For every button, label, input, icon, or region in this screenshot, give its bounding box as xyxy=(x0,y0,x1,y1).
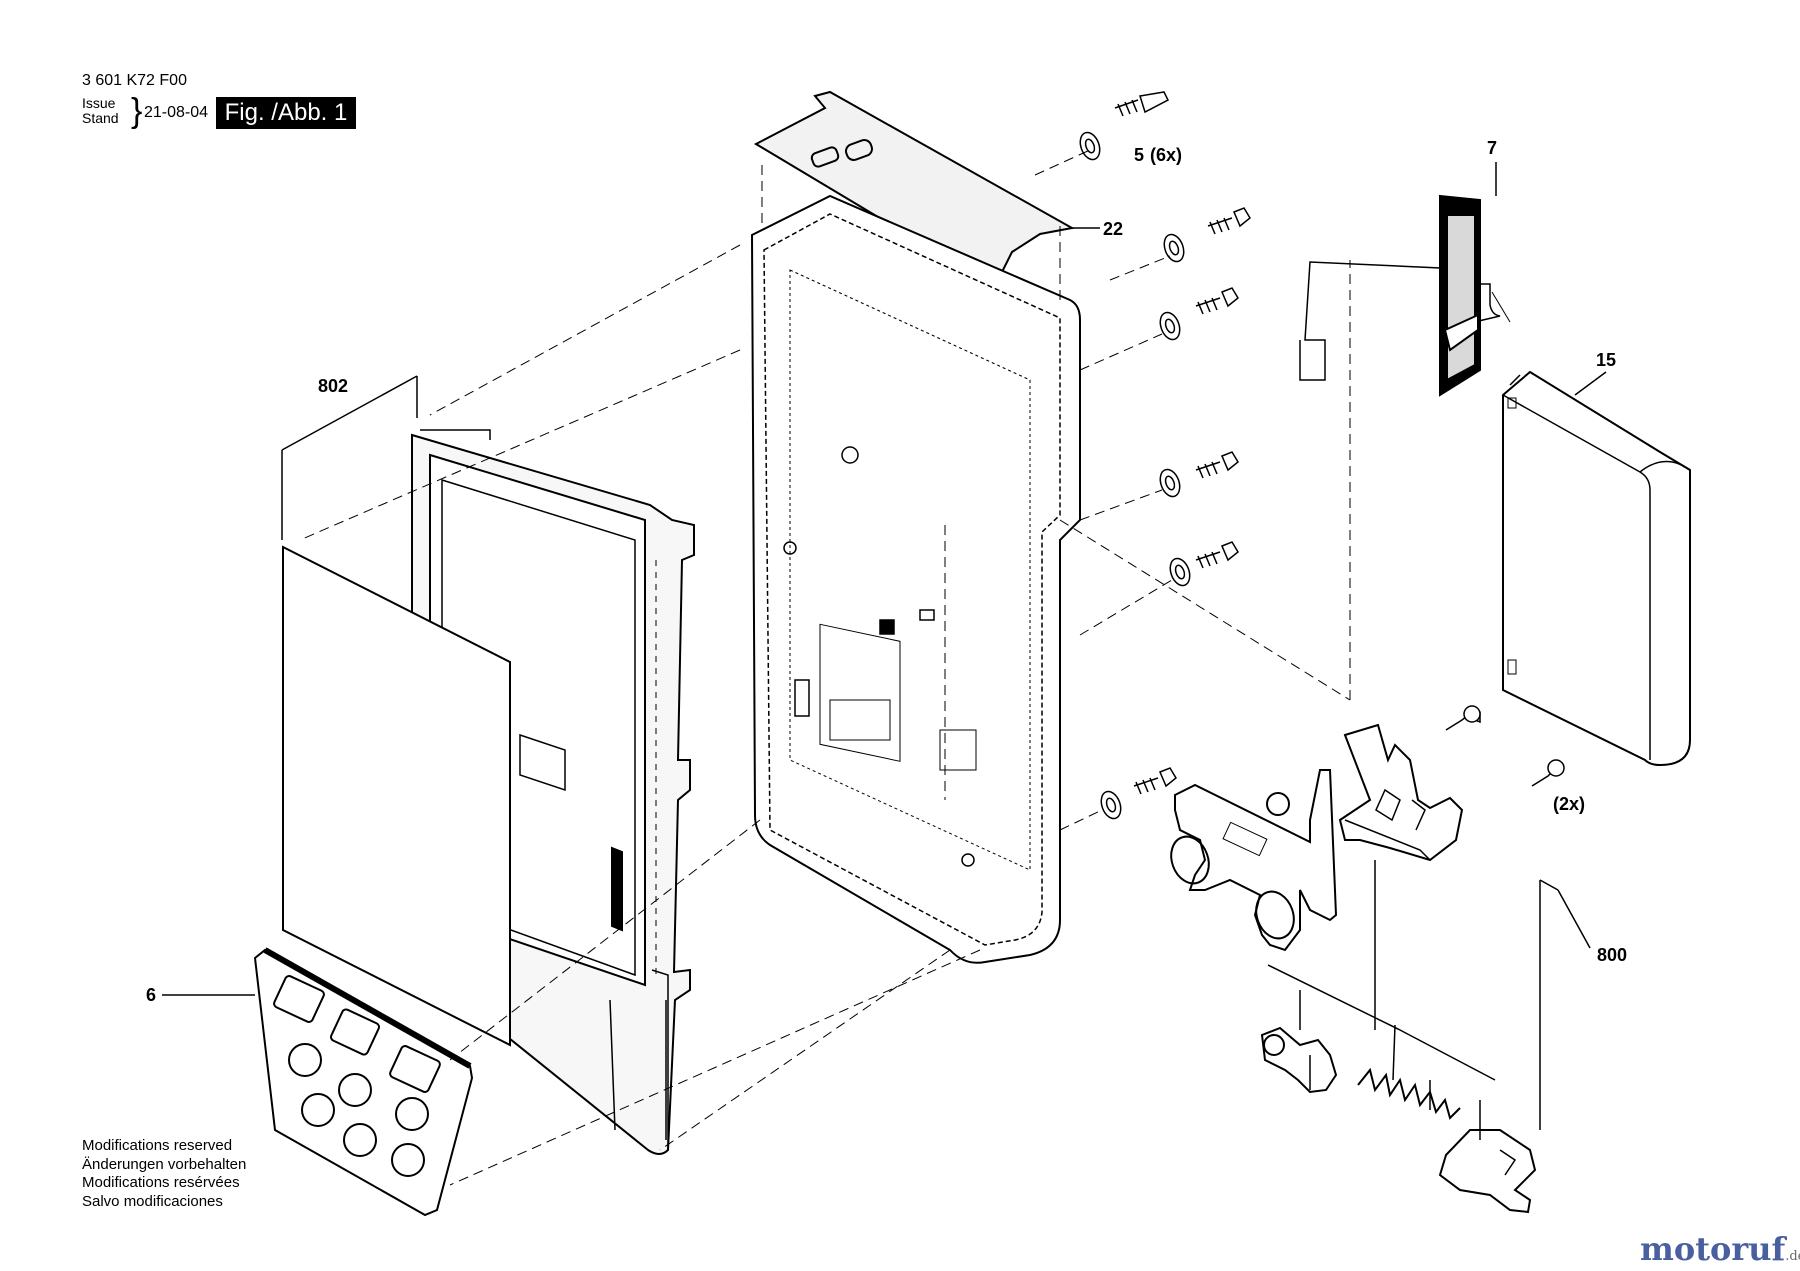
issue-stand-label: Issue Stand xyxy=(82,96,119,126)
washer-6 xyxy=(1100,790,1122,820)
display-panel xyxy=(282,545,511,1047)
assembly-800-bracket xyxy=(1267,860,1559,1140)
brace-glyph: } xyxy=(131,92,143,130)
screw-1 xyxy=(1114,91,1170,117)
release-lever xyxy=(1170,769,1338,952)
screw-7 xyxy=(1445,705,1481,731)
screw-4 xyxy=(1195,451,1239,479)
part-number: 3 601 K72 F00 xyxy=(82,72,187,89)
modifications-de: Änderungen vorbehalten xyxy=(82,1155,247,1173)
modifications-es: Salvo modificaciones xyxy=(82,1192,223,1210)
part-800-latch-assembly xyxy=(1338,723,1464,862)
callout-5: 5 xyxy=(1134,145,1144,165)
ring-part xyxy=(1266,792,1290,816)
part-6-keypad xyxy=(253,947,474,1217)
screw-3 xyxy=(1195,287,1239,315)
callout-2x: (2x) xyxy=(1553,794,1585,814)
figure-label: Fig. /Abb. 1 xyxy=(216,97,356,129)
stand-label: Stand xyxy=(82,110,119,126)
screw-5 xyxy=(1195,541,1239,569)
watermark-suffix: .de xyxy=(1785,1249,1800,1264)
modifications-fr: Modifications resérvées xyxy=(82,1174,240,1191)
washer-2 xyxy=(1163,233,1185,263)
watermark-logo: motoruf.de xyxy=(1640,1230,1800,1268)
callout-802: 802 xyxy=(318,376,348,396)
watermark-main: motoruf xyxy=(1640,1230,1786,1268)
callout-6: 6 xyxy=(146,985,156,1005)
issue-date: 21-08-04 xyxy=(144,104,209,121)
screw-6 xyxy=(1133,767,1177,795)
callout-7: 7 xyxy=(1487,138,1497,158)
callout-labels: 5 (6x) 7 22 15 802 6 800 (2x) xyxy=(146,138,1627,1005)
screw-2 xyxy=(1207,207,1251,235)
modifications-notice: Modifications reserved Änderungen vorbeh… xyxy=(82,1137,246,1211)
washer-1 xyxy=(1079,131,1101,161)
screws xyxy=(1114,91,1565,795)
assembly-lines xyxy=(299,149,1351,1186)
callout-800: 800 xyxy=(1597,945,1627,965)
callout-22: 22 xyxy=(1103,219,1123,239)
callout-5-qty: (6x) xyxy=(1150,145,1182,165)
part-7-flex-sensor xyxy=(1299,194,1511,397)
main-housing xyxy=(750,194,1081,964)
issue-label: Issue xyxy=(82,95,116,111)
screw-8 xyxy=(1531,759,1565,787)
washer-4 xyxy=(1159,468,1181,498)
washers xyxy=(1079,131,1191,820)
washer-3 xyxy=(1159,311,1181,341)
modifications-en: Modifications reserved xyxy=(82,1137,233,1154)
leader-lines xyxy=(162,162,1607,996)
callout-15: 15 xyxy=(1596,350,1616,370)
washer-5 xyxy=(1169,557,1191,587)
latch-pin xyxy=(1260,1026,1338,1094)
part-15-battery xyxy=(1502,370,1691,767)
spring xyxy=(1357,1067,1461,1120)
latch-plunger xyxy=(1438,1129,1537,1214)
